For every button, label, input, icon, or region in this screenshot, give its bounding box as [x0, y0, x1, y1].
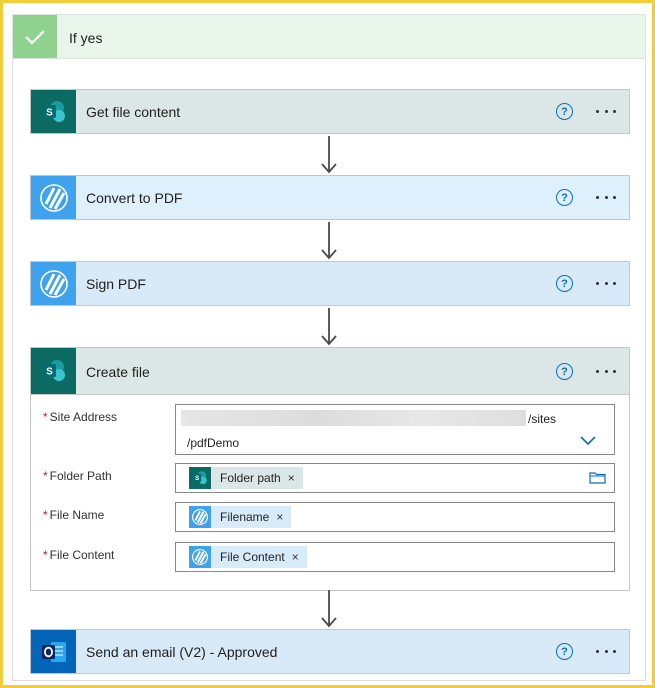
remove-token-icon[interactable]: × [291, 550, 299, 564]
arrow-down-icon [321, 222, 337, 260]
token-label: Filename [220, 510, 270, 524]
more-ellipsis-icon[interactable] [593, 640, 619, 662]
action-title: Get file content [86, 104, 181, 120]
folder-icon[interactable] [589, 471, 606, 484]
condition-label: If yes [69, 30, 103, 46]
redacted-site-url [181, 410, 526, 426]
action-card-get-file-content[interactable]: S Get file content ? [30, 89, 630, 134]
token-label: File Content [220, 550, 285, 564]
folder-path-label: *Folder Path [43, 469, 112, 483]
arrow-down-icon [321, 308, 337, 346]
action-card-convert-to-pdf[interactable]: Convert to PDF ? [30, 175, 630, 220]
sharepoint-icon: S [31, 348, 76, 394]
sharepoint-icon: S [31, 90, 76, 133]
site-address-dropdown[interactable]: /sites /pdfDemo [175, 404, 615, 455]
action-card-create-file[interactable]: S Create file ? [30, 347, 630, 395]
branch-container [12, 58, 646, 681]
sharepoint-icon: S [189, 467, 211, 489]
outlook-icon [31, 630, 76, 673]
striped-pdf-icon [189, 546, 211, 568]
folder-path-token[interactable]: S Folder path × [189, 467, 303, 489]
svg-text:S: S [46, 367, 53, 378]
action-title: Sign PDF [86, 276, 146, 292]
token-label: Folder path [220, 471, 281, 485]
striped-pdf-icon [31, 262, 76, 305]
file-content-field[interactable]: File Content × [175, 542, 615, 572]
remove-token-icon[interactable]: × [287, 471, 295, 485]
chevron-down-icon[interactable] [580, 436, 596, 446]
arrow-down-icon [321, 590, 337, 628]
help-circle-icon[interactable]: ? [556, 363, 573, 380]
more-ellipsis-icon[interactable] [593, 100, 619, 122]
file-content-token[interactable]: File Content × [189, 546, 307, 568]
more-ellipsis-icon[interactable] [593, 360, 619, 382]
more-ellipsis-icon[interactable] [593, 186, 619, 208]
site-address-value-line2: /pdfDemo [187, 436, 240, 450]
striped-pdf-icon [31, 176, 76, 219]
help-circle-icon[interactable]: ? [556, 643, 573, 660]
arrow-down-icon [321, 136, 337, 174]
action-title: Create file [86, 364, 150, 380]
if-yes-header[interactable]: If yes [12, 14, 646, 59]
action-card-sign-pdf[interactable]: Sign PDF ? [30, 261, 630, 306]
file-content-label: *File Content [43, 548, 115, 562]
checkmark-icon [13, 15, 57, 58]
folder-path-field[interactable]: S Folder path × [175, 463, 615, 493]
file-name-label: *File Name [43, 508, 105, 522]
site-address-value-suffix: /sites [528, 412, 557, 426]
action-card-send-email[interactable]: Send an email (V2) - Approved ? [30, 629, 630, 674]
svg-text:S: S [195, 475, 199, 482]
striped-pdf-icon [189, 506, 211, 528]
more-ellipsis-icon[interactable] [593, 272, 619, 294]
action-title: Convert to PDF [86, 190, 183, 206]
file-name-field[interactable]: Filename × [175, 502, 615, 532]
remove-token-icon[interactable]: × [276, 510, 284, 524]
site-address-label: *Site Address [43, 410, 118, 424]
svg-text:S: S [46, 107, 53, 118]
help-circle-icon[interactable]: ? [556, 275, 573, 292]
help-circle-icon[interactable]: ? [556, 103, 573, 120]
filename-token[interactable]: Filename × [189, 506, 292, 528]
action-title: Send an email (V2) - Approved [86, 644, 278, 660]
help-circle-icon[interactable]: ? [556, 189, 573, 206]
